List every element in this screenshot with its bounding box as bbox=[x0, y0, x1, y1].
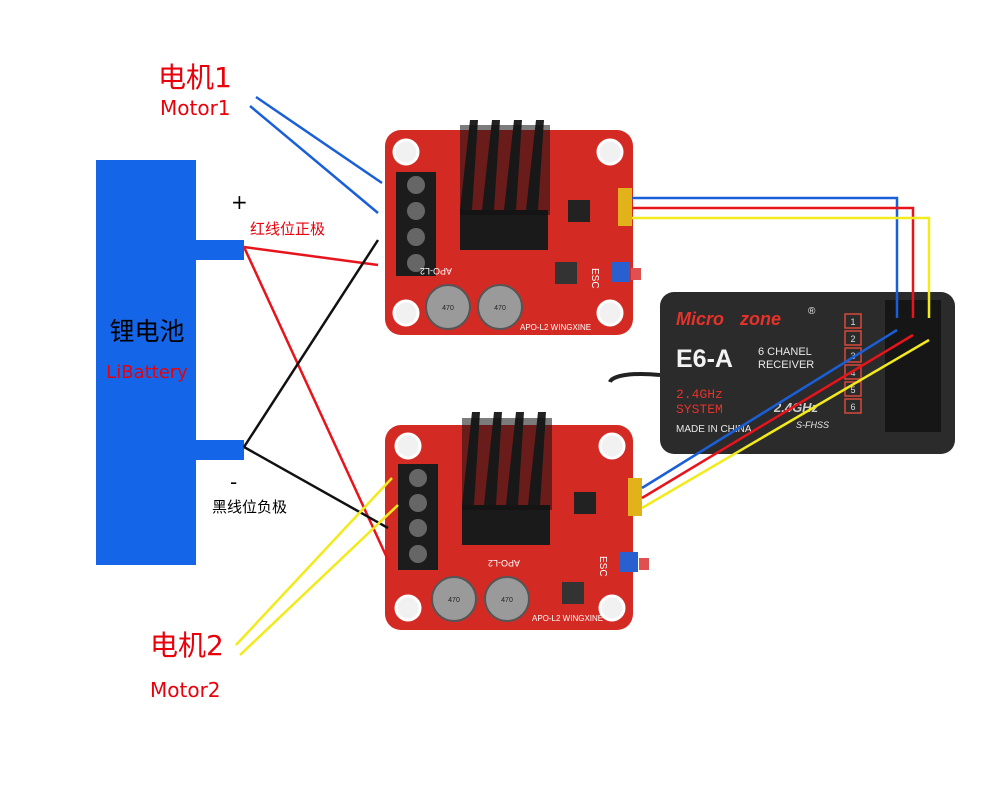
esc-board-2-silk-esc: ESC bbox=[597, 556, 608, 577]
esc-board-2-led bbox=[639, 558, 649, 570]
receiver-line2: RECEIVER bbox=[758, 359, 814, 371]
esc-board-1-signal-header bbox=[618, 188, 632, 226]
battery-negative-terminal bbox=[196, 440, 244, 460]
battery-positive-terminal bbox=[196, 240, 244, 260]
esc-board-2-silk-bottom: APO-L2 WINGXINE bbox=[532, 614, 603, 623]
receiver-fhss: S-FHSS bbox=[796, 420, 829, 430]
receiver-ch-box bbox=[844, 398, 862, 414]
receiver-ch-label: 2 bbox=[850, 334, 855, 344]
esc-board-2-mount-hole bbox=[598, 432, 626, 460]
receiver: 1 2 3 4 5 6 Micro zone ® E6-A 6 CHANEL R… bbox=[608, 292, 955, 454]
receiver-frequency: 2.4GHz bbox=[676, 387, 723, 402]
esc-board-1-mount-hole bbox=[392, 299, 420, 327]
battery-label-en: LiBattery bbox=[106, 362, 188, 383]
receiver-registered-mark: ® bbox=[808, 306, 816, 317]
wire-motor2-b bbox=[239, 504, 399, 656]
motor2-label-cn: 电机2 bbox=[150, 629, 224, 662]
esc-board-1-chip bbox=[568, 200, 590, 222]
receiver-ch-box bbox=[844, 347, 862, 363]
esc-board-2-switch bbox=[620, 552, 638, 572]
esc-board-1-mount-hole bbox=[596, 299, 624, 327]
esc-board-1-inductor bbox=[555, 262, 577, 284]
esc-board-1-mount-hole bbox=[392, 138, 420, 166]
receiver-brand-zone: zone bbox=[739, 309, 781, 329]
esc-board-2-heatsink bbox=[462, 412, 552, 545]
esc-board-2-cap-label: 470 bbox=[448, 597, 460, 604]
esc-board-2-inductor bbox=[562, 582, 584, 604]
receiver-ch-label: 5 bbox=[850, 385, 855, 395]
wires bbox=[235, 95, 931, 656]
motor1-label-cn: 电机1 bbox=[158, 61, 232, 94]
wire-motor2-a bbox=[235, 477, 393, 646]
esc-board-2-silk-model: APO-L2 bbox=[488, 558, 520, 568]
esc-board-1-led bbox=[631, 268, 641, 280]
wire-negative-esc2 bbox=[243, 445, 389, 530]
esc-board-1-silk-esc: ESC bbox=[589, 268, 600, 289]
negative-sign: - bbox=[230, 470, 238, 494]
esc-board-1-silk-bottom: APO-L2 WINGXINE bbox=[520, 323, 591, 332]
receiver-ch-box bbox=[844, 364, 862, 380]
receiver-made-in: MADE IN CHINA bbox=[676, 424, 752, 435]
wire-negative-esc1 bbox=[242, 239, 380, 448]
wire-esc2-signal-yellow bbox=[641, 338, 930, 510]
positive-note: 红线位正极 bbox=[250, 220, 326, 238]
esc-board-2-signal-header bbox=[628, 478, 642, 516]
receiver-ch-label: 6 bbox=[850, 402, 855, 412]
wire-esc1-signal-blue bbox=[632, 196, 899, 318]
wire-esc1-signal-red bbox=[632, 206, 915, 318]
receiver-case bbox=[660, 292, 955, 454]
wire-esc1-signal-yellow bbox=[632, 216, 931, 318]
receiver-system: SYSTEM bbox=[676, 402, 723, 417]
esc-board-2-mount-hole bbox=[598, 594, 626, 622]
battery-body bbox=[96, 160, 196, 565]
receiver-ch-label: 4 bbox=[850, 368, 855, 378]
receiver-antenna bbox=[608, 371, 661, 384]
receiver-ch-box bbox=[844, 313, 862, 329]
receiver-pin-header bbox=[885, 300, 941, 432]
wire-motor1-a bbox=[255, 95, 383, 185]
motor1-label-en: Motor1 bbox=[160, 96, 231, 120]
esc-board-1-capacitor bbox=[425, 284, 471, 330]
esc-board-2-mount-hole bbox=[394, 432, 422, 460]
wire-positive-esc1 bbox=[243, 245, 379, 267]
positive-sign: + bbox=[231, 190, 248, 214]
wire-esc2-signal-blue bbox=[641, 328, 898, 490]
esc-board-1-capacitor bbox=[477, 284, 523, 330]
receiver-brand-micro: Micro bbox=[676, 309, 724, 329]
esc-board-1-cap-label: 470 bbox=[494, 305, 506, 312]
receiver-ch-label: 1 bbox=[850, 317, 855, 327]
receiver-line1: 6 CHANEL bbox=[758, 346, 812, 358]
esc-board-2-chip bbox=[574, 492, 596, 514]
battery-label-cn: 锂电池 bbox=[109, 317, 185, 346]
receiver-ch-box bbox=[844, 330, 862, 346]
wire-esc2-signal-red bbox=[641, 333, 914, 500]
esc-board-2-cap-label: 470 bbox=[501, 597, 513, 604]
esc-board-1-silk-model: APO-L2 bbox=[420, 266, 452, 276]
esc-board-2 bbox=[385, 412, 649, 630]
battery bbox=[96, 160, 244, 565]
esc-board-1-terminal-block bbox=[396, 172, 436, 276]
wire-motor1-b bbox=[249, 105, 379, 214]
esc-board-1-cap-label: 470 bbox=[442, 305, 454, 312]
motor2-label-en: Motor2 bbox=[150, 678, 221, 702]
esc-board-2-capacitor bbox=[484, 576, 530, 622]
esc-board-2-mount-hole bbox=[394, 594, 422, 622]
esc-board-1-switch bbox=[612, 262, 630, 282]
esc-board-1-heatsink bbox=[460, 120, 550, 250]
esc-board-1 bbox=[385, 120, 641, 335]
esc-board-2-terminal-block bbox=[398, 464, 438, 570]
receiver-model: E6-A bbox=[676, 345, 733, 373]
negative-note: 黑线位负极 bbox=[212, 498, 288, 516]
esc-board-2-capacitor bbox=[431, 576, 477, 622]
esc-board-1-mount-hole bbox=[596, 138, 624, 166]
